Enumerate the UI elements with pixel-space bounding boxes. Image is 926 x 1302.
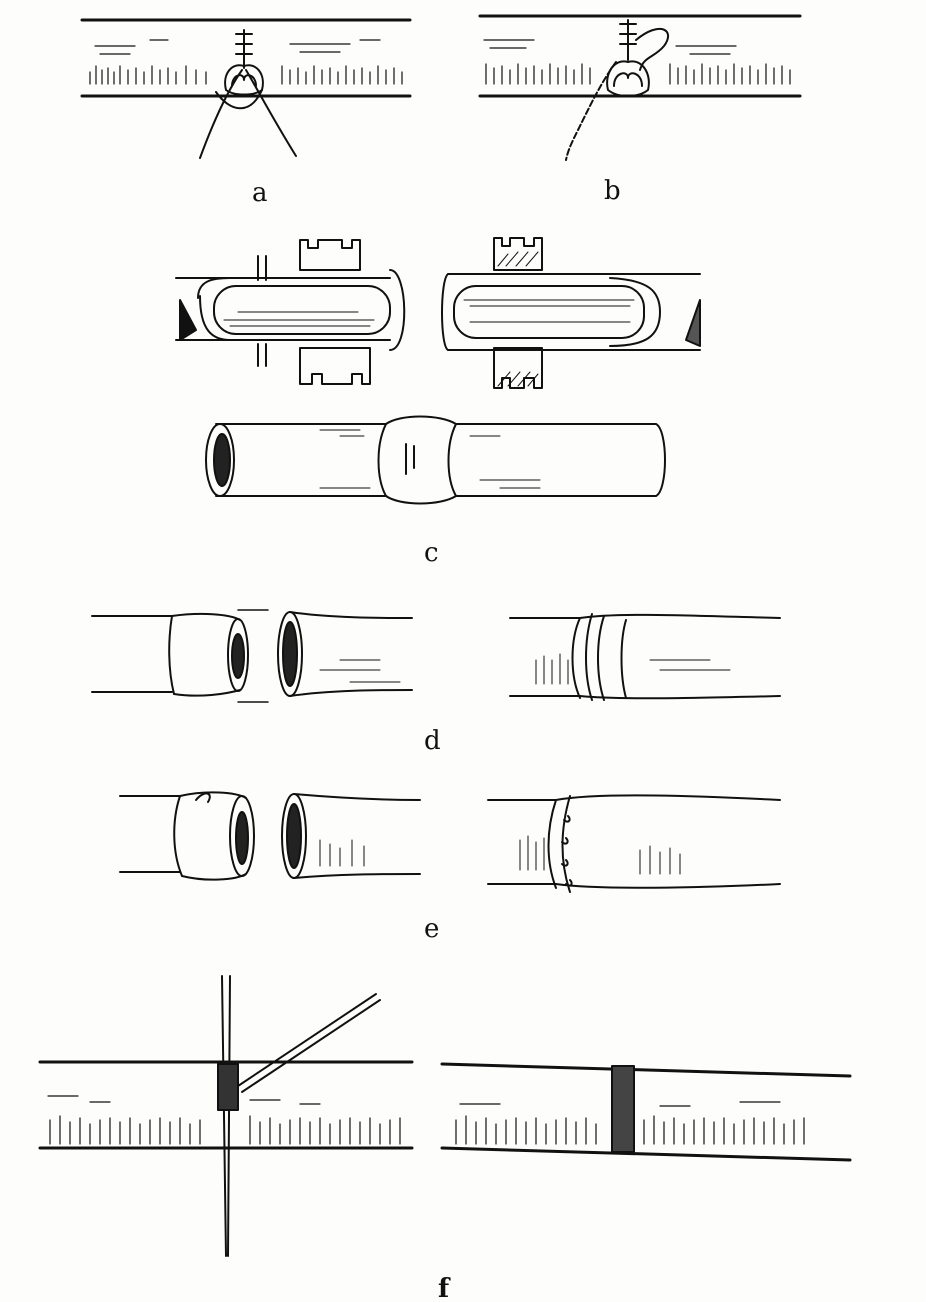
panel-label-e: e bbox=[424, 914, 440, 944]
panel-label-c: c bbox=[424, 538, 439, 568]
panel-f-drawing bbox=[38, 975, 852, 1257]
panel-c-drawing bbox=[175, 237, 701, 505]
panel-label-f: f bbox=[438, 1274, 450, 1302]
panel-a-drawing bbox=[80, 18, 412, 159]
panel-b-drawing bbox=[478, 14, 802, 161]
panel-d-drawing bbox=[91, 609, 781, 703]
panel-e-drawing bbox=[119, 791, 781, 893]
panel-label-b: b bbox=[604, 176, 621, 206]
panel-label-a: a bbox=[252, 178, 268, 208]
panel-label-d: d bbox=[424, 726, 441, 756]
